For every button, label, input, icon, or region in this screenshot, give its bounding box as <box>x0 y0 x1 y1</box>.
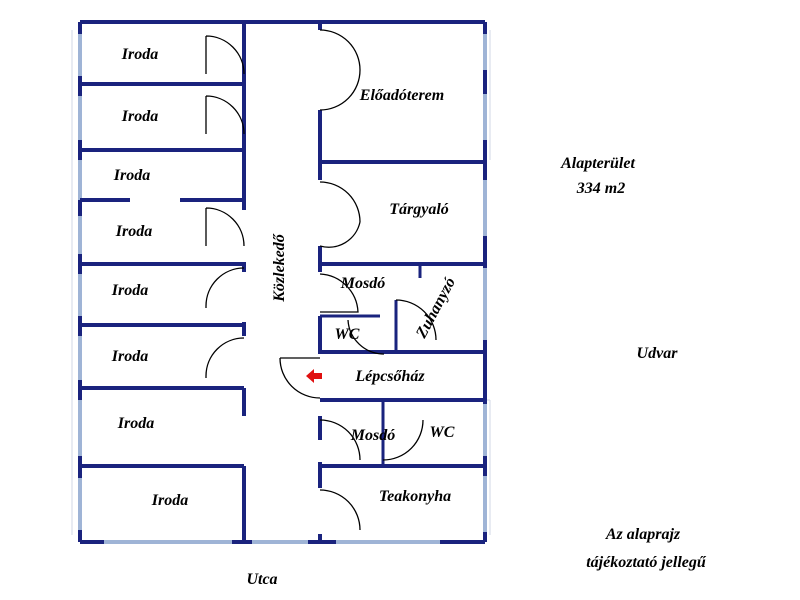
right-partitions <box>320 160 485 468</box>
room-label-iroda: Iroda <box>117 415 154 432</box>
exit-arrow-icon <box>306 369 322 383</box>
room-label-iroda: Iroda <box>151 492 188 509</box>
room-label-iroda: Iroda <box>111 348 148 365</box>
room-label-iroda: Iroda <box>111 282 148 299</box>
windows <box>78 34 487 544</box>
corridor-label: Közlekedő <box>271 233 288 303</box>
room-label-mosdo: Mosdó <box>350 427 395 444</box>
room-label-iroda: Iroda <box>113 167 150 184</box>
room-label-lepcsohaz: Lépcsőház <box>354 368 425 385</box>
area-label: Alapterület <box>560 155 635 172</box>
street-label: Utca <box>246 571 277 588</box>
room-label-wc: WC <box>335 326 360 343</box>
yard-label: Udvar <box>637 345 679 362</box>
room-label-mosdo: Mosdó <box>340 275 385 292</box>
disclaimer-line2: tájékoztató jellegű <box>586 554 707 571</box>
room-label-wc: WC <box>430 424 455 441</box>
office-partitions <box>80 82 244 468</box>
room-label-iroda: Iroda <box>121 46 158 63</box>
door-swings <box>205 29 437 531</box>
room-label-targyalo: Tárgyaló <box>389 201 449 218</box>
room-label-iroda: Iroda <box>121 108 158 125</box>
room-labels: Iroda Iroda Iroda Iroda Iroda Iroda Irod… <box>111 46 459 509</box>
corridor-walls <box>242 22 322 542</box>
area-value: 334 m2 <box>576 180 625 197</box>
room-label-teakonyha: Teakonyha <box>379 488 451 505</box>
room-label-eloadoterem: Előadóterem <box>359 87 444 104</box>
disclaimer-line1: Az alaprajz <box>605 526 681 543</box>
plan-info: Alapterület 334 m2 Udvar Utca Az alapraj… <box>246 155 706 588</box>
room-label-iroda: Iroda <box>115 223 152 240</box>
